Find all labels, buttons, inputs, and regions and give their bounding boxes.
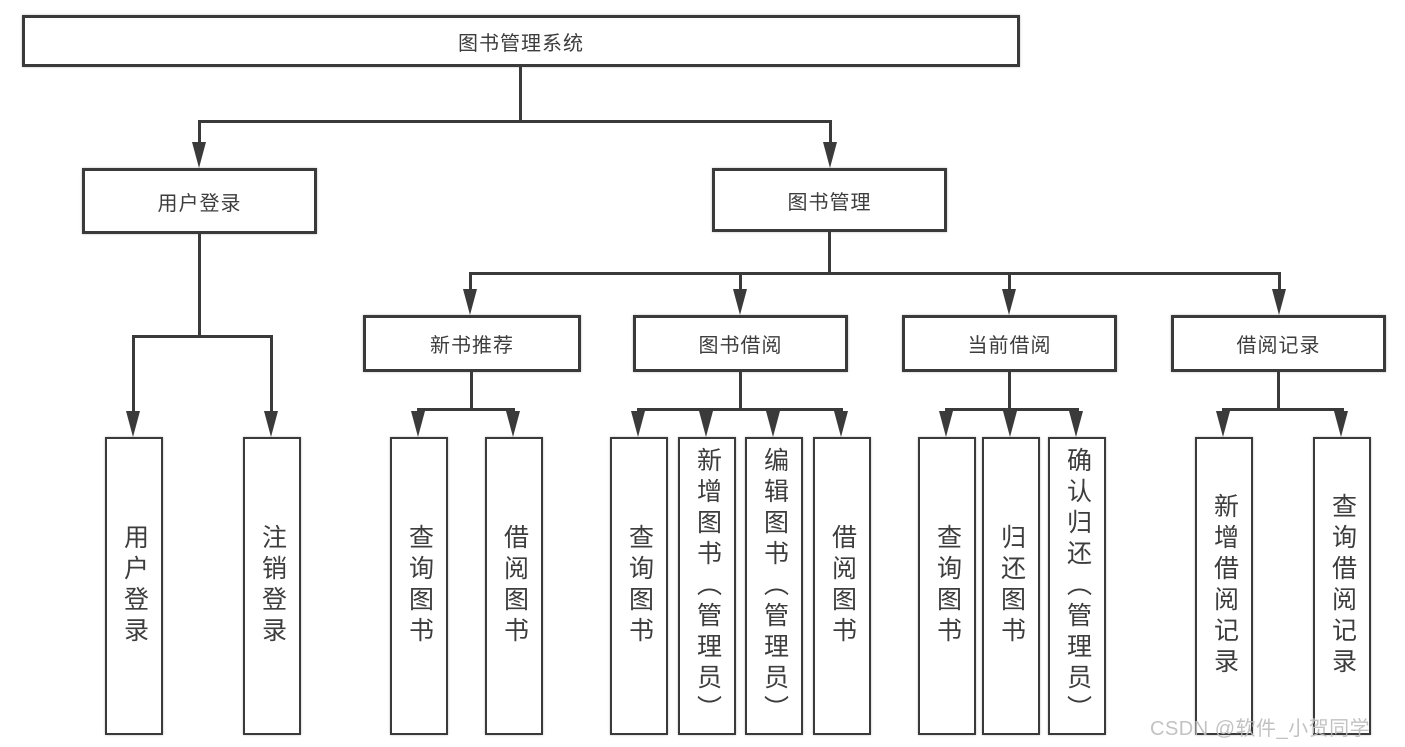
- connector-drop-leaf-user-login: [132, 335, 135, 413]
- connector-borrow-records-stem: [1277, 372, 1280, 408]
- arrow-down-icon: [1002, 289, 1016, 315]
- arrow-down-icon: [1334, 411, 1348, 437]
- leaf-return-books: 归还图书: [982, 437, 1040, 735]
- node-user-login-label: 用户登录: [157, 192, 242, 215]
- leaf-query-books-borrowing: 查询图书: [610, 437, 668, 735]
- arrow-down-icon: [733, 289, 747, 315]
- connector-drop: [1340, 408, 1343, 413]
- connector-borrow-records-crossbar: [1222, 408, 1344, 411]
- leaf-borrow-books-borrowing: 借阅图书: [813, 437, 871, 735]
- connector-current-borrow-crossbar: [945, 408, 1079, 411]
- leaf-add-borrow-record-label: 新增借阅记录: [1210, 493, 1239, 679]
- arrow-down-icon: [834, 411, 848, 437]
- connector-drop-book-mgmt: [829, 120, 832, 146]
- node-current-borrowing-label: 当前借阅: [967, 335, 1052, 357]
- node-library-management-system-label: 图书管理系统: [458, 32, 584, 55]
- csdn-watermark: CSDN @软件_小贺同学: [1150, 718, 1371, 740]
- leaf-query-books-borrowing-label: 查询图书: [625, 524, 654, 648]
- connector-current-borrow-stem: [1008, 372, 1011, 408]
- node-book-management-label: 图书管理: [787, 191, 872, 214]
- arrow-down-icon: [766, 411, 780, 437]
- leaf-confirm-return-admin-label: 确认归还（管理员）: [1063, 446, 1092, 726]
- arrow-down-icon: [506, 411, 520, 437]
- node-current-borrowing: 当前借阅: [902, 315, 1117, 372]
- connector-drop: [1009, 408, 1012, 413]
- connector-drop: [705, 408, 708, 413]
- connector-drop: [1222, 408, 1225, 413]
- node-user-login: 用户登录: [82, 168, 317, 234]
- node-borrowing-records-label: 借阅记录: [1236, 335, 1321, 357]
- connector-drop: [637, 408, 640, 413]
- connector-drop-borrow-records: [1278, 272, 1281, 291]
- arrow-down-icon: [699, 411, 713, 437]
- arrow-down-icon: [823, 142, 837, 168]
- node-book-borrowing: 图书借阅: [633, 315, 848, 372]
- connector-drop-user-login: [198, 120, 201, 146]
- connector-root-stem: [519, 67, 522, 120]
- connector-book-borrow-crossbar: [637, 408, 842, 411]
- leaf-add-books-admin-label: 新增图书（管理员）: [693, 446, 722, 726]
- node-new-book-recommend: 新书推荐: [363, 315, 581, 372]
- leaf-return-books-label: 归还图书: [997, 524, 1026, 648]
- connector-drop: [512, 408, 515, 413]
- leaf-logout: 注销登录: [243, 437, 301, 735]
- leaf-confirm-return-admin: 确认归还（管理员）: [1048, 437, 1106, 735]
- connector-root-crossbar: [198, 120, 832, 123]
- node-borrowing-records: 借阅记录: [1171, 315, 1386, 372]
- node-new-book-recommend-label: 新书推荐: [430, 335, 514, 357]
- arrow-down-icon: [631, 411, 645, 437]
- arrow-down-icon: [1272, 289, 1286, 315]
- arrow-down-icon: [192, 142, 206, 168]
- leaf-edit-books-admin: 编辑图书（管理员）: [745, 437, 803, 735]
- arrow-down-icon: [1003, 411, 1017, 437]
- leaf-query-books-current: 查询图书: [918, 437, 976, 735]
- connector-book-borrow-stem: [739, 372, 742, 408]
- connector-drop: [1075, 408, 1078, 413]
- connector-book-mgmt-stem: [828, 232, 831, 272]
- leaf-edit-books-admin-label: 编辑图书（管理员）: [760, 446, 789, 726]
- leaf-user-login: 用户登录: [105, 437, 163, 735]
- node-library-management-system: 图书管理系统: [22, 15, 1020, 67]
- connector-drop: [772, 408, 775, 413]
- arrow-down-icon: [1069, 411, 1083, 437]
- leaf-user-login-label: 用户登录: [120, 524, 149, 648]
- leaf-query-books-current-label: 查询图书: [933, 524, 962, 648]
- node-book-management: 图书管理: [712, 168, 947, 232]
- connector-new-books-stem: [470, 372, 473, 408]
- leaf-add-borrow-record: 新增借阅记录: [1195, 437, 1253, 735]
- leaf-add-books-admin: 新增图书（管理员）: [678, 437, 736, 735]
- node-book-borrowing-label: 图书借阅: [698, 335, 783, 357]
- leaf-borrow-books-borrowing-label: 借阅图书: [828, 524, 857, 648]
- leaf-query-borrow-record-label: 查询借阅记录: [1328, 493, 1357, 679]
- arrow-down-icon: [126, 411, 140, 437]
- leaf-query-books-recommend: 查询图书: [390, 437, 448, 735]
- connector-user-login-stem: [198, 234, 201, 335]
- leaf-query-borrow-record: 查询借阅记录: [1313, 437, 1371, 735]
- arrow-down-icon: [264, 411, 278, 437]
- connector-drop: [945, 408, 948, 413]
- arrow-down-icon: [939, 411, 953, 437]
- leaf-logout-label: 注销登录: [258, 524, 287, 648]
- arrow-down-icon: [1216, 411, 1230, 437]
- connector-new-books-crossbar: [417, 408, 515, 411]
- leaf-borrow-books-recommend: 借阅图书: [485, 437, 543, 735]
- connector-drop-book-borrow: [739, 272, 742, 291]
- connector-drop: [840, 408, 843, 413]
- leaf-borrow-books-recommend-label: 借阅图书: [500, 524, 529, 648]
- connector-drop: [417, 408, 420, 413]
- connector-user-login-crossbar: [132, 335, 273, 338]
- arrow-down-icon: [463, 289, 477, 315]
- connector-drop-leaf-logout: [270, 335, 273, 413]
- arrow-down-icon: [411, 411, 425, 437]
- connector-drop-current-borrow: [1008, 272, 1011, 291]
- leaf-query-books-recommend-label: 查询图书: [405, 524, 434, 648]
- connector-book-mgmt-crossbar: [469, 272, 1281, 275]
- connector-drop-new-books: [469, 272, 472, 291]
